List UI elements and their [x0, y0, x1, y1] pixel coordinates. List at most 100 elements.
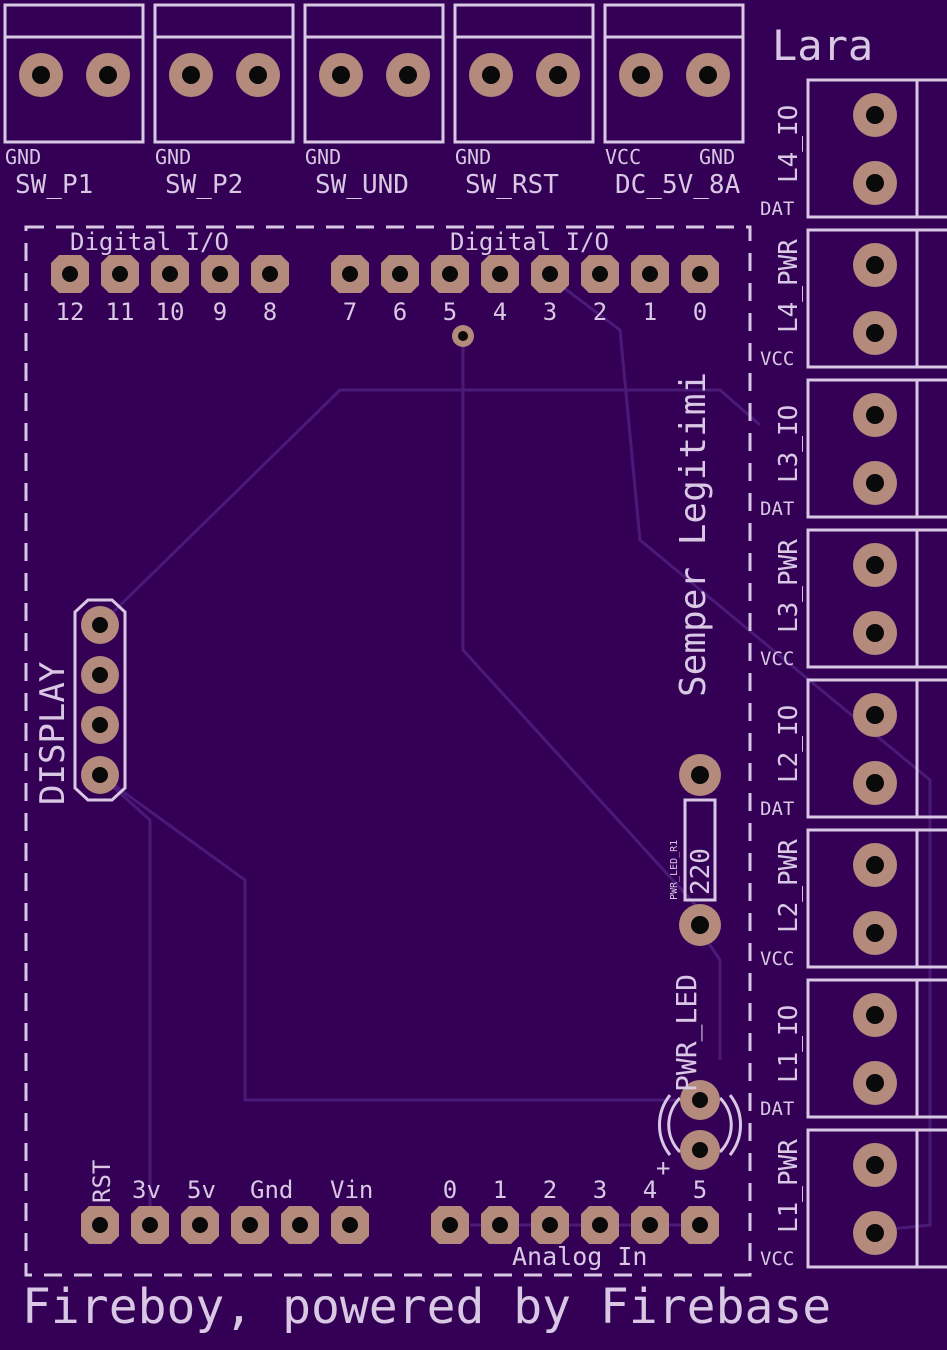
terminal-pad [853, 761, 897, 805]
pin-label: DAT [760, 798, 794, 820]
terminal-pad [853, 1211, 897, 1255]
right-terminal-block: L2_IO DAT [760, 678, 947, 820]
terminal-pad [853, 393, 897, 437]
power-pin-pad [231, 1206, 269, 1244]
terminal-pad [853, 93, 897, 137]
terminal-name: L3_PWR [774, 539, 804, 633]
terminal-pad [853, 311, 897, 355]
resistor-value: 220 [686, 848, 716, 895]
digital-pin-pad [581, 255, 619, 293]
analog-in-label: Analog In [512, 1242, 647, 1271]
motto-text: Semper Legitimi [673, 372, 714, 697]
terminal-pad [319, 53, 363, 97]
digital-pin-label: 5 [443, 298, 457, 326]
terminal-pad [853, 911, 897, 955]
display-header [73, 598, 127, 802]
digital-pin-label: 6 [393, 298, 407, 326]
analog-pin-pad [631, 1206, 669, 1244]
terminal-name: SW_P2 [165, 170, 243, 200]
digital-pin-label: 10 [156, 298, 185, 326]
digital-pin-label: 0 [693, 298, 707, 326]
pin-label-right: GND [699, 145, 735, 169]
right-terminal-block: L1_PWR VCC [760, 1128, 947, 1270]
terminal-pad [853, 1143, 897, 1187]
analog-pin-label: 0 [443, 1176, 457, 1204]
digital-pin-pad [331, 255, 369, 293]
digital-pin-label: 8 [263, 298, 277, 326]
terminal-pad [853, 543, 897, 587]
digital-pin-label: 7 [343, 298, 357, 326]
digital-pin-label: 3 [543, 298, 557, 326]
pin-label-left: VCC [605, 145, 641, 169]
power-pin-label: Gnd [250, 1176, 293, 1204]
pin-label: DAT [760, 1098, 794, 1120]
terminal-name: L2_IO [774, 705, 804, 783]
terminal-pad [853, 243, 897, 287]
pin-label-left: GND [305, 145, 341, 169]
terminal-name: L1_IO [774, 1005, 804, 1083]
terminal-pad [386, 53, 430, 97]
terminal-pad [853, 843, 897, 887]
terminal-name: L3_IO [774, 405, 804, 483]
digital-pin-pad [201, 255, 239, 293]
display-pin-pad [81, 756, 119, 794]
power-pin-label: RST [88, 1160, 116, 1203]
digital-pin-label: 11 [106, 298, 135, 326]
power-pin-label: 3v [132, 1176, 161, 1204]
terminal-name: L1_PWR [774, 1139, 804, 1233]
digital-pin-label: 4 [493, 298, 507, 326]
pin-label: VCC [760, 1248, 794, 1270]
digital-pin-label: 2 [593, 298, 607, 326]
pin-label-left: GND [455, 145, 491, 169]
shield-outline [24, 225, 752, 1277]
pin-label: VCC [760, 948, 794, 970]
analog-pin-pad [681, 1206, 719, 1244]
display-label: DISPLAY [33, 662, 73, 805]
terminal-pad [853, 1061, 897, 1105]
digital-pin-label: 1 [643, 298, 657, 326]
analog-pin-pad [431, 1206, 469, 1244]
digital-pin-pad [531, 255, 569, 293]
digital-pin-label: 9 [213, 298, 227, 326]
terminal-pad [853, 611, 897, 655]
power-pin-pad [331, 1206, 369, 1244]
led-polarity: + [656, 1154, 670, 1182]
pin-label-left: GND [155, 145, 191, 169]
terminal-pad [853, 993, 897, 1037]
display-pin-pad [81, 606, 119, 644]
right-terminal-block: L1_IO DAT [760, 978, 947, 1120]
analog-pin-pad [531, 1206, 569, 1244]
copper-traces [98, 283, 932, 1232]
power-pin-label: Vin [330, 1176, 373, 1204]
digital-pin-pad [101, 255, 139, 293]
digital-pin-pad [51, 255, 89, 293]
terminal-pad [686, 53, 730, 97]
analog-pin-label: 5 [693, 1176, 707, 1204]
analog-pin-label: 3 [593, 1176, 607, 1204]
digital-io-label-right: Digital I/O [450, 228, 609, 256]
digital-pin-pad [481, 255, 519, 293]
terminal-name: L2_PWR [774, 839, 804, 933]
terminal-pad [536, 53, 580, 97]
terminal-name: SW_RST [465, 170, 559, 200]
resistor [679, 754, 721, 946]
digital-pin-pad [151, 255, 189, 293]
terminal-pad [236, 53, 280, 97]
terminal-pad [853, 161, 897, 205]
terminal-name: L4_PWR [774, 239, 804, 333]
power-pin-pad [131, 1206, 169, 1244]
resistor-ref: PWR_LED_R1 [669, 840, 680, 900]
terminal-name: DC_5V_8A [615, 170, 741, 200]
pin-label-left: GND [5, 145, 41, 169]
digital-pin-pad [251, 255, 289, 293]
right-terminal-blocks: L4_IODATL4_PWRVCCL3_IODATL3_PWRVCCL2_IOD… [760, 78, 947, 1270]
right-title: Lara [772, 21, 873, 70]
terminal-name: L4_IO [774, 105, 804, 183]
terminal-pad [853, 693, 897, 737]
